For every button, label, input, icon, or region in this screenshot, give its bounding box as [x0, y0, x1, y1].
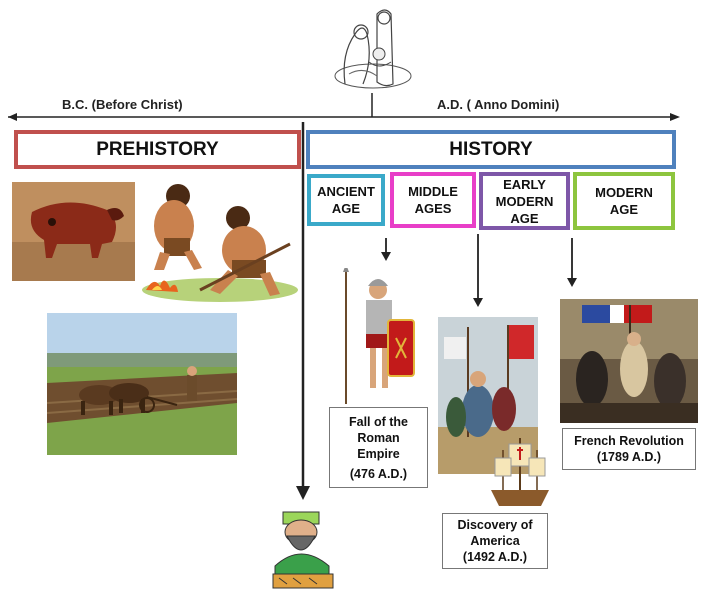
event-title-line: Discovery of	[457, 518, 533, 532]
event-title-line: Fall of the	[348, 414, 409, 429]
discovery-of-america-label: Discovery of America (1492 A.D.)	[442, 513, 548, 569]
modern-age-line2: AGE	[609, 202, 639, 217]
event-title-line: Roman	[357, 430, 400, 445]
bc-label: B.C. (Before Christ)	[62, 97, 183, 112]
caravel-ship-image	[485, 432, 555, 512]
middle-ages-box: MIDDLE AGES	[390, 172, 476, 228]
middle-ages-line2: AGES	[414, 201, 452, 216]
early-modern-age-box: EARLY MODERN AGE	[479, 172, 570, 230]
french-revolution-label: French Revolution (1789 A.D.)	[562, 428, 696, 470]
prehistory-box: PREHISTORY	[14, 130, 301, 169]
ancient-age-line1: ANCIENT	[317, 184, 375, 199]
timeline-axis	[8, 93, 680, 121]
event-date: (1789 A.D.)	[596, 450, 662, 464]
cavemen-fire-image	[140, 178, 300, 304]
middle-ages-line1: MIDDLE	[408, 184, 458, 199]
early-modern-age-line3: AGE	[510, 210, 539, 226]
history-label: HISTORY	[449, 138, 533, 160]
event-title-line: America	[470, 534, 520, 548]
modern-age-line1: MODERN	[595, 185, 653, 200]
roman-soldier-image	[338, 268, 418, 406]
fall-of-roman-empire-label: Fall of the Roman Empire (476 A.D.)	[329, 407, 428, 488]
event-title-line: French Revolution	[574, 434, 684, 448]
prehistory-label: PREHISTORY	[96, 138, 219, 160]
cave-painting-image	[12, 182, 135, 281]
liberty-leading-people-image	[560, 299, 698, 423]
early-modern-age-line2: MODERN	[495, 193, 554, 209]
farming-oxen-image	[47, 313, 237, 455]
history-box: HISTORY	[306, 130, 676, 169]
early-modern-age-line1: EARLY	[503, 176, 546, 192]
scribe-writing-image	[265, 506, 340, 592]
event-title-line: Empire	[357, 446, 400, 461]
ad-label: A.D. ( Anno Domini)	[437, 97, 560, 112]
event-date: (1492 A.D.)	[462, 550, 528, 564]
nativity-illustration	[333, 4, 413, 90]
modern-age-box: MODERN AGE	[573, 172, 675, 230]
event-date: (476 A.D.)	[349, 466, 408, 481]
ancient-age-box: ANCIENT AGE	[307, 174, 385, 226]
ancient-age-line2: AGE	[331, 201, 361, 216]
